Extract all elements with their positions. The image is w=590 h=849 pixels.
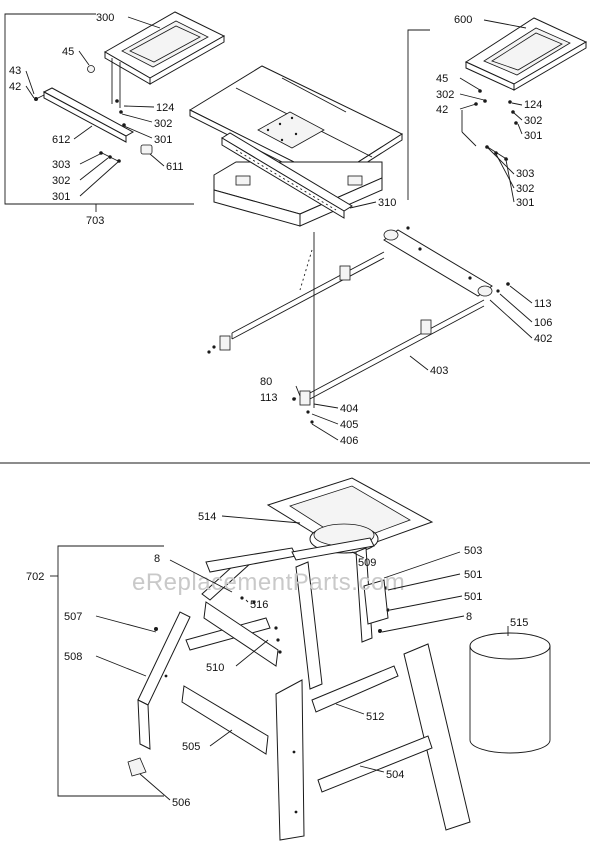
callout: 301	[516, 197, 534, 209]
callout: 302	[52, 175, 70, 187]
right-bracket	[407, 29, 430, 200]
callout: 404	[340, 403, 358, 415]
callout: 113	[534, 298, 552, 310]
callout: 703	[86, 215, 104, 227]
callout: 302	[436, 89, 454, 101]
rod-brackets	[207, 265, 510, 424]
callout: 508	[64, 651, 82, 663]
callouts-upper: 300 45 43 42 124 302 301 612 303 302 301…	[9, 12, 552, 447]
callout: 405	[340, 419, 358, 431]
front-rail-612	[42, 87, 135, 143]
foot-506	[127, 757, 147, 777]
callout: 310	[378, 197, 396, 209]
callout: 302	[154, 118, 172, 130]
callout: 45	[436, 73, 448, 85]
group-bracket-702	[57, 545, 164, 797]
callout: 113	[260, 392, 278, 404]
callout: 303	[52, 159, 70, 171]
extension-wing-300	[103, 11, 226, 108]
callout: 406	[340, 435, 358, 447]
callout: 42	[9, 81, 21, 93]
callout: 124	[524, 99, 542, 111]
callout: 600	[454, 14, 472, 26]
callout: 106	[534, 317, 552, 329]
callout: 301	[524, 130, 542, 142]
hardware-left	[34, 65, 126, 163]
callout: 303	[516, 168, 534, 180]
callout: 512	[366, 711, 384, 723]
callout: 702	[26, 571, 44, 583]
callout: 509	[358, 557, 376, 569]
callout: 124	[156, 102, 174, 114]
callout: 8	[154, 553, 160, 565]
leaders-lower	[95, 515, 509, 801]
callout: 501	[464, 569, 482, 581]
callout: 300	[96, 12, 114, 24]
support-rods	[231, 232, 485, 408]
callout: 504	[386, 769, 404, 781]
callout: 515	[510, 617, 528, 629]
saw-base	[213, 161, 383, 227]
callouts-lower: 702 514 8 509 503 501 516 507 501 8 515 …	[26, 511, 528, 809]
callout: 514	[198, 511, 216, 523]
callout: 612	[52, 134, 70, 146]
table-assembly: 300 45 43 42 124 302 301 612 303 302 301…	[4, 11, 588, 447]
watermark: eReplacementParts.com	[132, 569, 405, 596]
callout: 501	[464, 591, 482, 603]
callout: 503	[464, 545, 482, 557]
callout: 302	[516, 183, 534, 195]
callout: 507	[64, 611, 82, 623]
leaders-upper	[25, 16, 533, 441]
callout: 402	[534, 333, 552, 345]
callout: 505	[182, 741, 200, 753]
knob-611	[140, 144, 153, 155]
callout: 8	[466, 611, 472, 623]
callout: 516	[250, 599, 268, 611]
fence-rail-310	[221, 132, 353, 219]
drum-515	[469, 632, 551, 754]
callout: 506	[172, 797, 190, 809]
callout: 80	[260, 376, 272, 388]
extension-wing-600	[464, 17, 588, 161]
rear-tube	[383, 226, 493, 297]
group-bracket-703	[4, 13, 194, 205]
callout: 302	[524, 115, 542, 127]
callout: 42	[436, 104, 448, 116]
callout: 611	[166, 161, 184, 173]
callout: 403	[430, 365, 448, 377]
callout: 301	[154, 134, 172, 146]
callout: 43	[9, 65, 21, 77]
callout: 301	[52, 191, 70, 203]
callout: 45	[62, 46, 74, 58]
stand-stretchers	[154, 537, 433, 814]
stand-assembly: eReplacementParts.com 702 514 8 509	[26, 477, 551, 841]
callout: 510	[206, 662, 224, 674]
